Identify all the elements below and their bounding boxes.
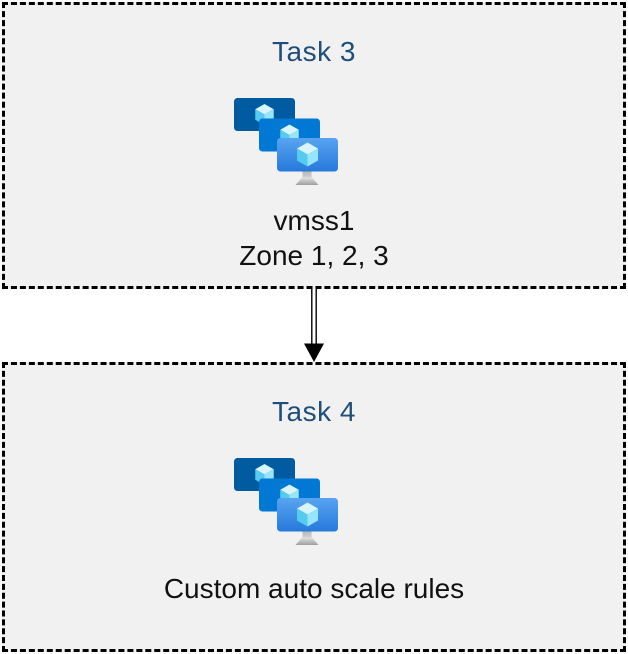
vmss-name-label: vmss1 xyxy=(273,205,355,236)
task-4-caption: Custom auto scale rules xyxy=(5,571,623,606)
connector xyxy=(2,289,626,362)
down-arrow-icon xyxy=(304,289,324,362)
task-3-title: Task 3 xyxy=(272,36,356,67)
vm-scale-sets-icon xyxy=(234,98,338,185)
task-3-box: Task 3 vmss1 Zone 1, 2, 3 xyxy=(2,2,626,289)
autoscale-rules-label: Custom auto scale rules xyxy=(163,573,465,604)
vm-scale-sets-icon-svg xyxy=(234,98,338,185)
vm-scale-sets-icon xyxy=(234,458,338,545)
vm-scale-sets-icon-svg xyxy=(234,458,338,545)
task-3-caption: vmss1 Zone 1, 2, 3 xyxy=(5,203,623,273)
vmss-zones-label: Zone 1, 2, 3 xyxy=(239,240,389,271)
task-4-box: Task 4 Custom auto scale rules xyxy=(2,362,626,652)
task-4-title: Task 4 xyxy=(272,396,356,427)
